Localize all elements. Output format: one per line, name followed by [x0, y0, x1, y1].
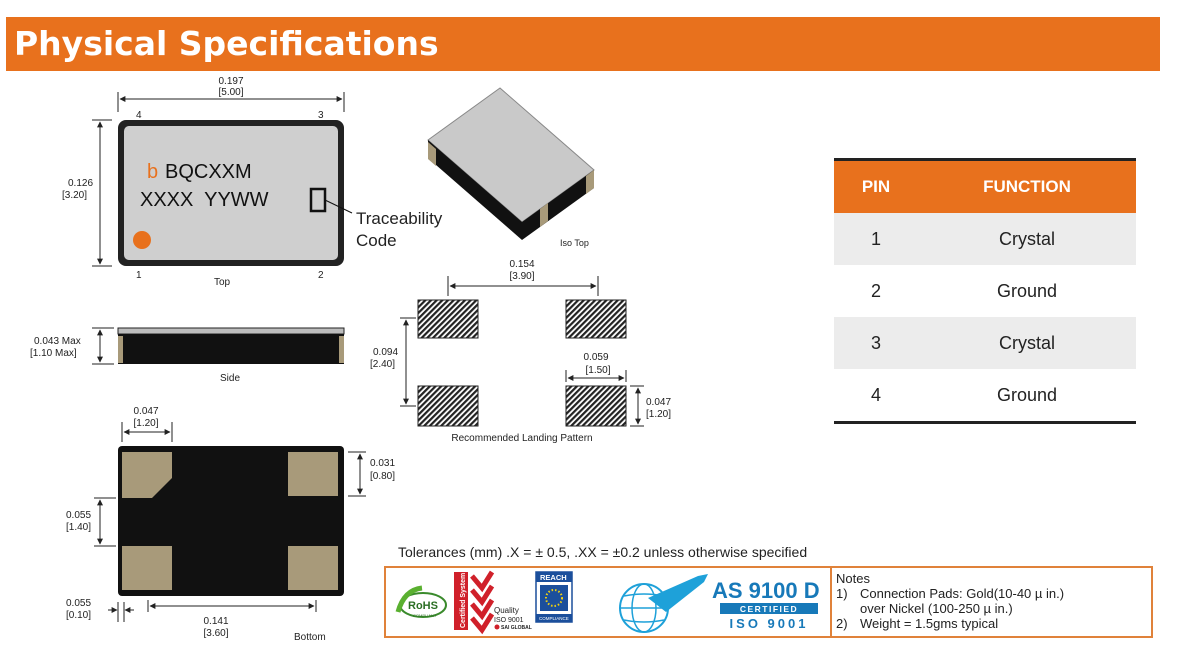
- pin-function-table: PIN FUNCTION 1 Crystal 2 Ground 3 Crysta…: [834, 158, 1136, 424]
- land-span-in: 0.154: [509, 259, 534, 270]
- land-pad-w-mm: [1.50]: [585, 365, 610, 376]
- land-pattern-label: Recommended Landing Pattern: [451, 433, 592, 444]
- pin-label-4: 4: [136, 110, 142, 121]
- bottom-edge-mm: [0.10]: [66, 610, 91, 621]
- land-vert-in: 0.094: [373, 347, 398, 358]
- land-pad-h-in: 0.047: [646, 397, 671, 408]
- page-title: Physical Specifications: [14, 24, 439, 63]
- traceability-line-2: Code: [356, 231, 397, 250]
- globe-plane-icon: [619, 574, 708, 633]
- svg-text:CERTIFIED: CERTIFIED: [740, 604, 798, 614]
- header-banner: Physical Specifications: [6, 17, 1160, 71]
- rohs-logo: RoHS COMPLIANT: [395, 585, 447, 618]
- top-height-in: 0.126: [68, 178, 93, 189]
- traceability-leader: [324, 199, 353, 214]
- svg-text:SAI GLOBAL: SAI GLOBAL: [501, 625, 532, 631]
- marking-line-1: BQCXXM: [165, 161, 252, 183]
- technical-drawing: 0.197 [5.00] 0.126 [3.20] 4 3 1 2 Top b …: [30, 76, 671, 643]
- svg-text:ISO 9001: ISO 9001: [494, 617, 524, 624]
- iso-view-label: Iso Top: [560, 238, 589, 248]
- side-height-in: 0.043 Max: [34, 336, 81, 347]
- pin-cell: 1: [834, 213, 918, 265]
- top-height-mm: [3.20]: [62, 190, 87, 201]
- svg-text:COMPLIANT: COMPLIANT: [413, 613, 437, 618]
- svg-text:ISO 9001: ISO 9001: [730, 616, 809, 631]
- bottom-pad-h-mm: [0.80]: [370, 471, 395, 482]
- table-row: 1 Crystal: [834, 213, 1136, 265]
- brand-mark: b: [147, 161, 158, 183]
- marking-line-2: XXXX YYWW: [140, 189, 269, 211]
- sai-quality-logo: Certified System Quality ISO 9001 SAI GL…: [454, 570, 532, 635]
- top-view: 0.197 [5.00] 0.126 [3.20] 4 3 1 2 Top b …: [62, 76, 443, 288]
- notes-title: Notes: [836, 571, 870, 586]
- pin-cell: 2: [870, 280, 881, 301]
- bottom-edge-in: 0.055: [66, 598, 91, 609]
- side-view-label: Side: [220, 373, 240, 384]
- reach-logo: REACH COMPLIANCE: [535, 571, 573, 623]
- certification-logos: RoHS COMPLIANT Certified System Quality …: [395, 570, 820, 635]
- top-width-mm: [5.00]: [218, 87, 243, 98]
- pin-label-2: 2: [318, 270, 324, 281]
- svg-text:REACH: REACH: [540, 573, 567, 582]
- landing-pattern: 0.154 [3.90] 0.094 [2.40] 0.059 [1.50] 0…: [370, 259, 671, 444]
- bottom-pad-w-in: 0.047: [133, 406, 158, 417]
- table-row: 3 Crystal: [834, 317, 1136, 369]
- svg-text:Certified System: Certified System: [460, 573, 467, 628]
- pin-cell: 4: [870, 384, 881, 405]
- tolerances-text: Tolerances (mm) .X = ± 0.5, .XX = ±0.2 u…: [398, 544, 808, 560]
- traceability-line-1: Traceability: [356, 209, 443, 228]
- side-height-mm: [1.10 Max]: [30, 348, 77, 359]
- certifications-box: [384, 566, 1153, 638]
- bottom-view-label: Bottom: [294, 632, 326, 643]
- bottom-view: 0.047 [1.20] 0.031 [0.80] 0.055 [1.40] 0…: [66, 406, 395, 643]
- table-row: 4 Ground: [834, 369, 1136, 423]
- top-view-label: Top: [214, 277, 231, 288]
- function-header: FUNCTION: [918, 159, 1136, 213]
- bottom-pad-w-mm: [1.20]: [133, 418, 158, 429]
- svg-text:Quality: Quality: [494, 606, 519, 615]
- bottom-span-in: 0.141: [203, 616, 228, 627]
- table-row: 2 Ground: [834, 265, 1136, 317]
- pin1-dot: [133, 231, 151, 249]
- pin-header: PIN: [834, 159, 918, 213]
- note-item: 2) Weight = 1.5gms typical: [836, 616, 999, 631]
- pin-label-3: 3: [318, 110, 324, 121]
- note-item: 1) Connection Pads: Gold(10-40 µ in.) ov…: [836, 586, 1065, 616]
- bottom-pitch-v-mm: [1.40]: [66, 522, 91, 533]
- svg-text:COMPLIANCE: COMPLIANCE: [539, 616, 569, 621]
- land-vert-mm: [2.40]: [370, 359, 395, 370]
- iso-view: Iso Top: [427, 87, 595, 248]
- function-cell: Crystal: [918, 213, 1136, 265]
- land-pad-h-mm: [1.20]: [646, 409, 671, 420]
- side-view: 0.043 Max [1.10 Max] Side: [30, 327, 345, 384]
- land-span-mm: [3.90]: [509, 271, 534, 282]
- svg-text:RoHS: RoHS: [408, 600, 438, 612]
- function-cell: Crystal: [918, 317, 1136, 369]
- top-width-in: 0.197: [218, 76, 243, 87]
- function-cell: Ground: [996, 280, 1058, 301]
- land-pad-w-in: 0.059: [583, 352, 608, 363]
- bottom-pad-h-in: 0.031: [370, 458, 395, 469]
- bottom-span-mm: [3.60]: [203, 628, 228, 639]
- notes: Notes 1) Connection Pads: Gold(10-40 µ i…: [836, 571, 1150, 631]
- box-divider: [830, 568, 832, 636]
- bottom-pitch-v-in: 0.055: [66, 510, 91, 521]
- as9100d-logo: AS 9100 D CERTIFIED ISO 9001: [712, 578, 820, 631]
- pin-label-1: 1: [136, 270, 142, 281]
- pin-cell: 3: [834, 317, 918, 369]
- function-cell: Ground: [996, 384, 1058, 405]
- svg-text:AS 9100 D: AS 9100 D: [712, 578, 820, 603]
